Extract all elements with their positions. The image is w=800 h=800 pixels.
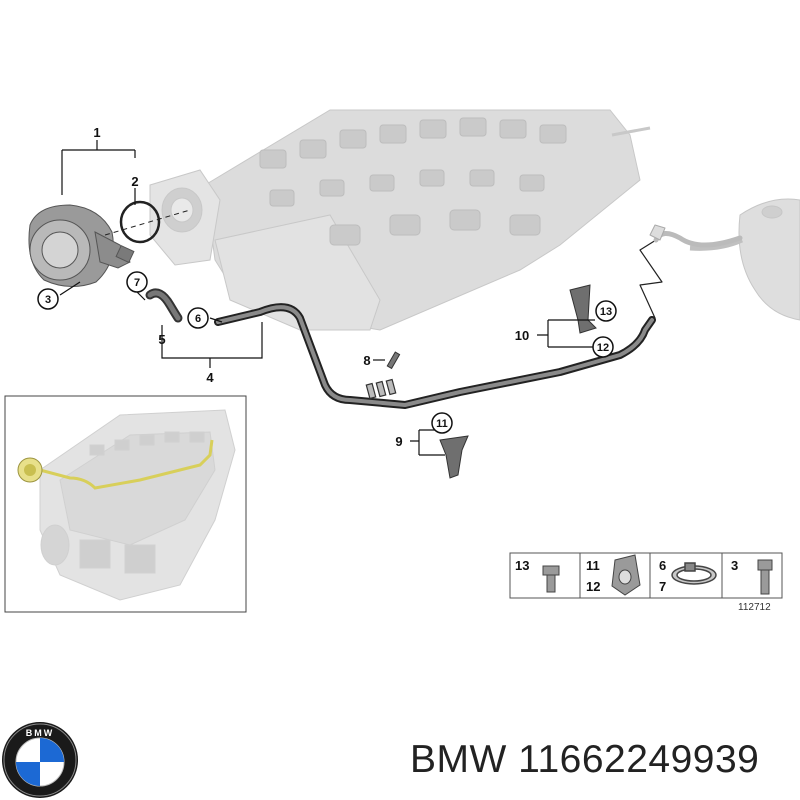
callout-10: 10 [515,328,529,343]
callout-leaders [59,140,595,456]
bracket-part-10 [569,284,597,334]
bracket-part-9 [439,435,469,479]
callout-4: 4 [206,370,214,385]
fastener-legend: 13 11 12 6 7 3 112712 [509,552,783,613]
callout-5: 5 [158,332,165,347]
callout-6: 6 [195,313,201,325]
legend-6: 6 [659,558,666,573]
o-ring [119,200,161,244]
overview-inset [4,395,247,613]
legend-3: 3 [731,558,738,573]
vacuum-pump [28,204,135,287]
callout-2: 2 [131,174,138,189]
hose-clamp-icon [671,562,717,585]
circled-callouts [37,271,617,434]
inset-highlight [17,439,214,490]
clip-part-8 [386,351,401,370]
clip-11-12-icon [611,554,641,596]
right-engine-component [689,198,800,321]
part-number: 11662249939 [518,738,760,781]
bmw-logo-letters: BMW [26,728,55,738]
diagram-number: 112712 [738,602,771,613]
callout-12: 12 [597,342,609,354]
callout-9: 9 [395,434,402,449]
mounting-dashed-line [104,209,191,236]
callout-1: 1 [93,125,100,140]
legend-13: 13 [515,558,529,573]
callout-11: 11 [436,418,448,430]
legend-11: 11 [586,558,600,573]
brand-name: BMW [410,738,507,781]
pipe-clips [365,378,397,400]
bolt-13-icon [542,565,560,593]
callout-8: 8 [363,353,370,368]
callout-3: 3 [45,294,51,306]
callout-7: 7 [134,277,140,289]
engine-cylinder-head [149,109,651,331]
callout-13: 13 [600,306,612,318]
bmw-logo: BMW [2,722,78,798]
legend-7: 7 [659,579,666,594]
bolt-3-icon [757,559,773,595]
legend-12: 12 [586,579,600,594]
vacuum-pipe [214,224,743,409]
brand-part-number: BMW 11662249939 [410,738,759,782]
